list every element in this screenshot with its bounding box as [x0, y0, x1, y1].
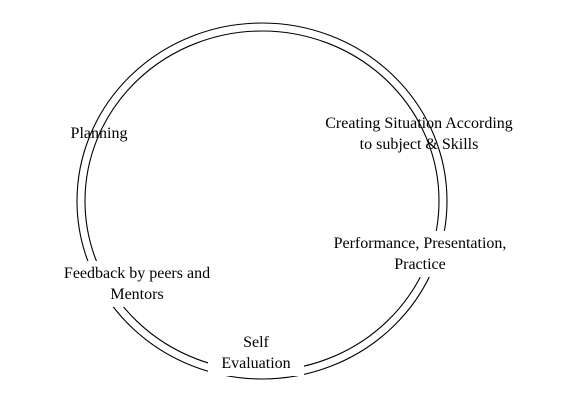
stage-creating-situation-line-2: to subject & Skills — [359, 136, 479, 153]
stage-planning: Planning — [71, 123, 128, 144]
stage-creating-situation: Creating Situation According to subject … — [325, 113, 513, 155]
stage-self-evaluation-line-1: Self — [243, 334, 269, 351]
outer-ring — [76, 22, 448, 380]
label-gap-evaluation — [208, 330, 304, 376]
stage-self-evaluation: Self Evaluation — [221, 332, 290, 374]
stage-self-evaluation-line-2: Evaluation — [221, 355, 291, 372]
stage-planning-line-1: Planning — [70, 125, 128, 142]
stage-feedback-line-2: Mentors — [110, 286, 164, 303]
stage-performance-line-1: Performance, Presentation, — [333, 235, 507, 252]
stage-feedback-line-1: Feedback by peers and — [63, 265, 211, 282]
stage-performance-line-2: Practice — [394, 256, 446, 273]
stage-performance: Performance, Presentation, Practice — [334, 233, 507, 275]
inner-ring — [84, 30, 440, 372]
stage-feedback: Feedback by peers and Mentors — [64, 263, 210, 305]
stage-creating-situation-line-1: Creating Situation According — [325, 115, 513, 132]
label-gap-feedback — [44, 261, 230, 307]
label-gap-performance — [312, 231, 528, 277]
